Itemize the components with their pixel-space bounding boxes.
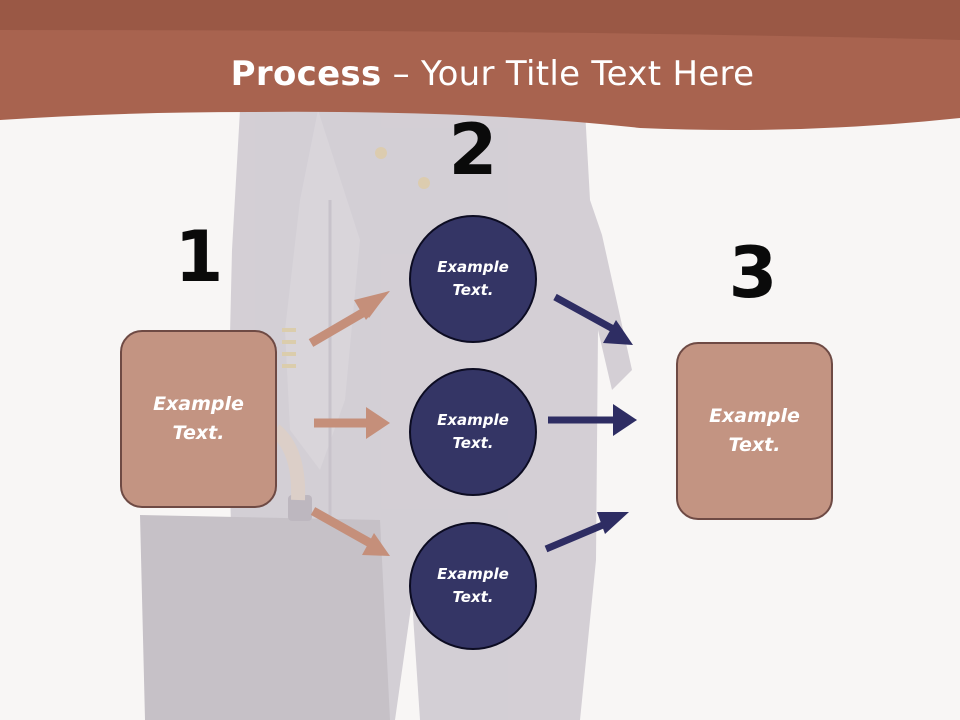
step-2-circle-bottom: Example Text.	[409, 522, 537, 650]
title-bold: Process	[230, 54, 382, 94]
circle-middle-text: Example Text.	[437, 411, 509, 452]
arrow-1-to-top	[308, 291, 390, 347]
circle-top-text: Example Text.	[437, 258, 509, 299]
arrow-1-to-bottom	[310, 507, 390, 556]
step-number-2: 2	[448, 109, 498, 191]
step-number-3: 3	[728, 232, 778, 314]
step-2-circle-top: Example Text.	[409, 215, 537, 343]
step-3-box: Example Text.	[676, 342, 833, 520]
step-1-box: Example Text.	[120, 330, 277, 508]
step-3-text: Example Text.	[709, 405, 800, 456]
step-1-text: Example Text.	[153, 393, 244, 444]
arrow-middle-to-3	[548, 404, 637, 436]
title-rest: – Your Title Text Here	[381, 54, 755, 94]
circle-bottom-text: Example Text.	[437, 565, 509, 606]
arrow-bottom-to-3	[544, 512, 629, 553]
step-2-circle-middle: Example Text.	[409, 368, 537, 496]
slide-title: Process – Your Title Text Here	[0, 54, 960, 94]
arrow-1-to-middle	[314, 407, 390, 439]
step-number-1: 1	[174, 216, 224, 298]
arrow-top-to-3	[553, 293, 633, 345]
